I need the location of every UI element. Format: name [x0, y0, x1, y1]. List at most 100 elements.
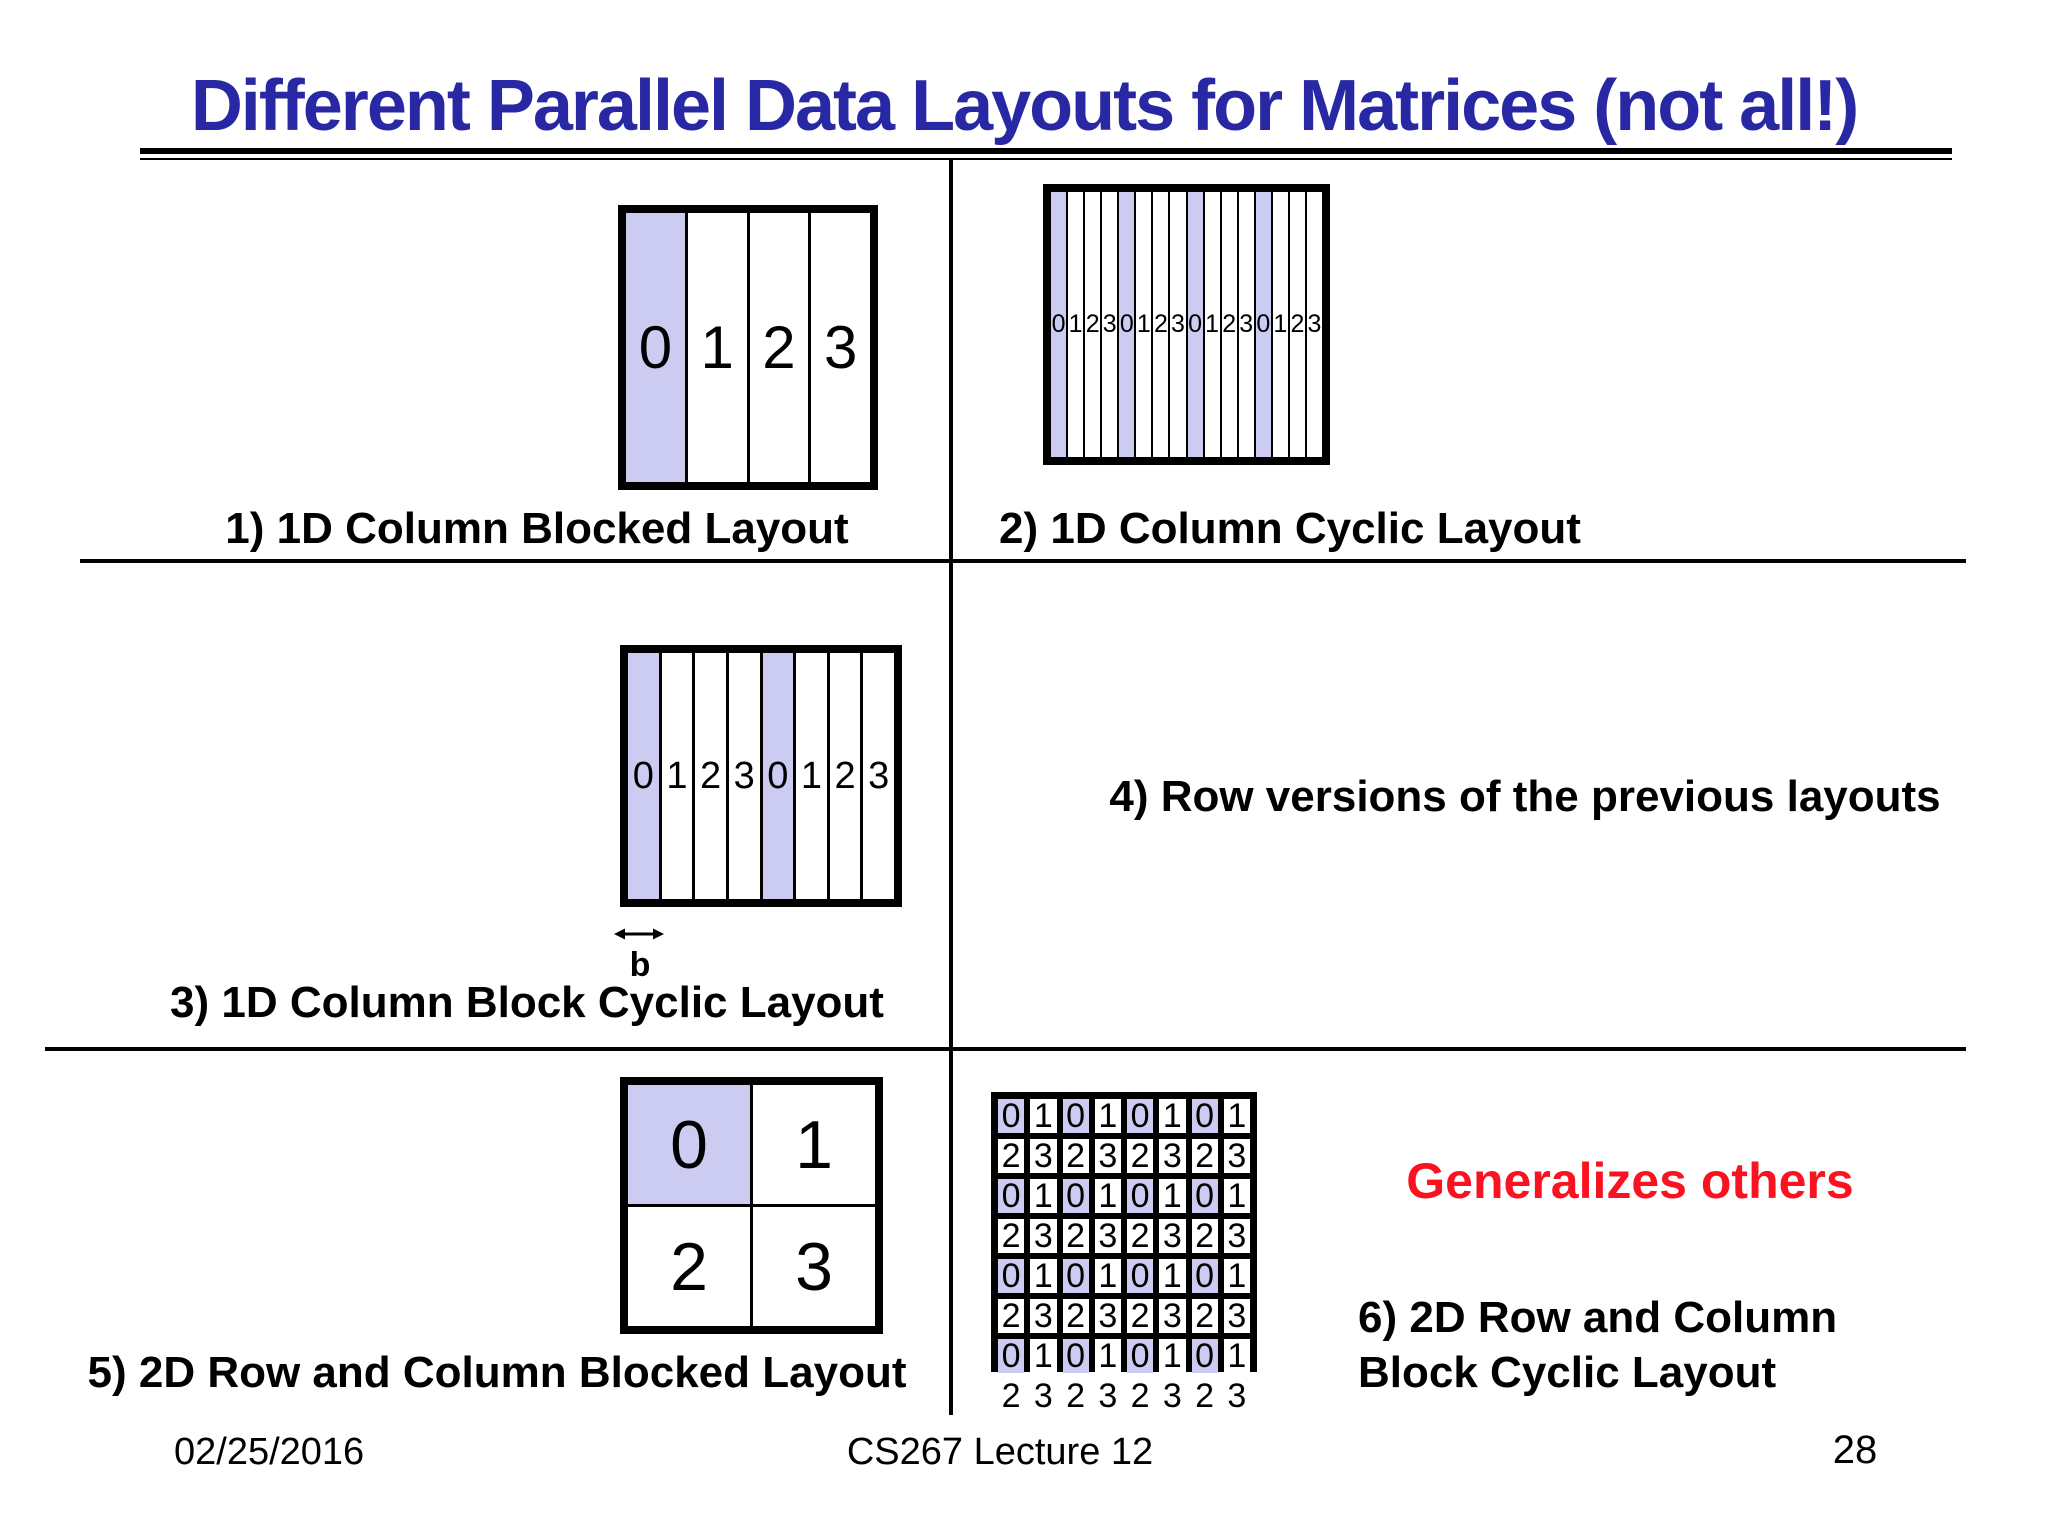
label-1d-column-cyclic: 2) 1D Column Cyclic Layout	[999, 504, 1581, 553]
grid-cell-2: 2	[1191, 1139, 1218, 1173]
center-vertical-divider	[949, 160, 953, 1415]
horizontal-divider-top	[80, 559, 1966, 563]
processor-index-label: 0	[1001, 1257, 1021, 1295]
grid-cell-2: 2	[1062, 1299, 1089, 1333]
processor-index-label: 1	[700, 313, 734, 381]
horizontal-divider-bottom	[45, 1047, 1966, 1051]
processor-index-label: 0	[1256, 310, 1271, 338]
processor-column-1: 1	[687, 213, 747, 482]
label-1d-column-blocked: 1) 1D Column Blocked Layout	[225, 504, 849, 553]
grid-cell-0: 0	[1127, 1259, 1154, 1293]
processor-column-2: 2	[1153, 192, 1169, 457]
processor-index-label: 0	[1188, 310, 1202, 338]
label-1d-column-block-cyclic: 3) 1D Column Block Cyclic Layout	[170, 978, 884, 1027]
grid-cell-2: 2	[998, 1297, 1025, 1335]
processor-column-0: 0	[626, 213, 685, 482]
grid-cell-1: 1	[1223, 1337, 1250, 1375]
grid-cell-3: 3	[1094, 1139, 1121, 1173]
processor-index-label: 3	[1162, 1217, 1182, 1255]
processor-index-label: 2	[762, 313, 796, 381]
grid-cell-0: 0	[998, 1339, 1025, 1373]
processor-index-label: 3	[1098, 1377, 1118, 1415]
processor-column-2: 2	[1289, 192, 1305, 457]
generalizes-others-note: Generalizes others	[1406, 1153, 1854, 1209]
processor-index-label: 3	[1227, 1217, 1247, 1255]
processor-index-label: 3	[868, 755, 890, 797]
processor-index-label: 3	[1227, 1377, 1247, 1415]
grid-cell-2: 2	[998, 1217, 1025, 1255]
grid-cell-1: 1	[753, 1085, 875, 1204]
processor-index-label: 0	[1195, 1097, 1215, 1135]
grid-cell-0: 0	[1062, 1259, 1089, 1293]
processor-column-2: 2	[1085, 192, 1101, 457]
processor-index-label: 2	[699, 755, 722, 797]
processor-column-1: 1	[1136, 192, 1152, 457]
processor-index-label: 0	[1001, 1177, 1021, 1215]
processor-index-label: 1	[1136, 310, 1151, 338]
processor-index-label: 2	[1066, 1217, 1086, 1255]
grid-cell-2: 2	[628, 1207, 750, 1326]
processor-index-label: 3	[1098, 1297, 1118, 1335]
footer-course: CS267 Lecture 12	[846, 1431, 1154, 1473]
grid-cell-3: 3	[1159, 1299, 1186, 1333]
processor-index-label: 1	[1227, 1257, 1247, 1295]
grid-cell-1: 1	[1159, 1259, 1186, 1293]
processor-index-label: 3	[795, 1228, 833, 1305]
processor-index-label: 3	[1162, 1137, 1182, 1175]
processor-index-label: 3	[1162, 1377, 1182, 1415]
processor-column-0: 0	[1255, 192, 1271, 457]
grid-cell-0: 0	[1127, 1097, 1154, 1135]
title-underline-thin	[140, 158, 1952, 160]
processor-index-label: 1	[1162, 1337, 1182, 1375]
grid-cell-1: 1	[1030, 1177, 1057, 1215]
processor-index-label: 2	[1001, 1217, 1021, 1255]
processor-index-label: 1	[1227, 1337, 1247, 1375]
processor-index-label: 3	[1171, 310, 1185, 338]
processor-index-label: 3	[1033, 1137, 1053, 1175]
processor-index-label: 3	[1102, 310, 1117, 338]
processor-index-label: 2	[1195, 1217, 1215, 1255]
processor-index-label: 2	[1085, 310, 1100, 338]
processor-column-1: 1	[1204, 192, 1220, 457]
footer-date: 02/25/2016	[174, 1431, 365, 1473]
processor-column-1: 1	[1272, 192, 1288, 457]
processor-index-label: 0	[1130, 1097, 1150, 1135]
grid-cell-1: 1	[1030, 1097, 1057, 1135]
processor-index-label: 1	[1098, 1097, 1118, 1135]
grid-cell-3: 3	[1030, 1379, 1057, 1413]
grid-cell-1: 1	[1223, 1099, 1250, 1133]
grid-cell-0: 0	[1191, 1179, 1218, 1213]
grid-cell-2: 2	[1191, 1379, 1218, 1413]
processor-index-label: 0	[1051, 310, 1066, 338]
processor-index-label: 0	[1066, 1337, 1086, 1375]
label-2d-block-cyclic: 6) 2D Row and Column Block Cyclic Layout	[1358, 1290, 1837, 1400]
processor-index-label: 2	[1130, 1137, 1150, 1175]
processor-index-label: 1	[1098, 1177, 1118, 1215]
processor-index-label: 0	[1195, 1337, 1215, 1375]
grid-cell-2: 2	[1191, 1299, 1218, 1333]
processor-column-3: 3	[863, 653, 894, 899]
processor-index-label: 1	[1033, 1097, 1053, 1135]
page-title: Different Parallel Data Layouts for Matr…	[190, 66, 1859, 146]
processor-index-label: 2	[1001, 1297, 1021, 1335]
processor-column-2: 2	[695, 653, 726, 899]
processor-index-label: 1	[1227, 1177, 1247, 1215]
processor-index-label: 2	[1290, 310, 1305, 338]
grid-cell-1: 1	[1094, 1177, 1121, 1215]
grid-cell-1: 1	[1223, 1257, 1250, 1295]
processor-index-label: 2	[1130, 1377, 1150, 1415]
block-width-label: b	[629, 946, 651, 984]
processor-index-label: 1	[795, 1106, 833, 1183]
processor-column-0: 0	[1051, 192, 1067, 457]
processor-index-label: 0	[1066, 1097, 1086, 1135]
processor-index-label: 3	[733, 755, 755, 797]
processor-index-label: 1	[1033, 1177, 1053, 1215]
grid-cell-0: 0	[1191, 1337, 1218, 1375]
processor-column-3: 3	[811, 213, 870, 482]
processor-index-label: 1	[1205, 310, 1220, 338]
grid-cell-3: 3	[1223, 1377, 1250, 1415]
grid-cell-1: 1	[1094, 1339, 1121, 1373]
